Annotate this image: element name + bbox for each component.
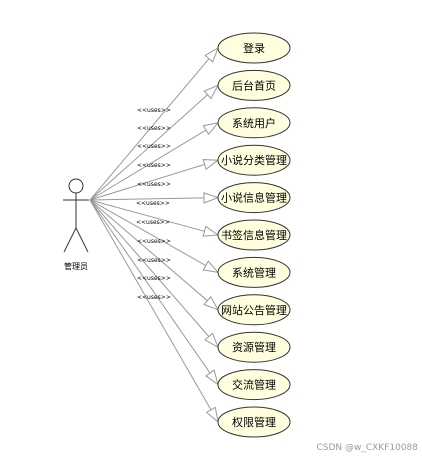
association-line [89,199,207,266]
use-case-ellipse [217,331,291,363]
association-line [89,197,205,201]
arrowhead [203,296,220,311]
actor-right-leg [75,227,89,253]
use-case-ellipse [217,219,291,251]
association-line [89,58,210,201]
use-case: 登录 [217,32,291,64]
association-lines: <<uses>> <<uses>> <<uses>> <<uses>> <<uses>>… [89,46,220,424]
watermark: CSDN @w_CXKF10088 [316,443,418,453]
use-case-ellipse [217,182,291,214]
actor-admin: 管理员 [63,178,89,271]
use-case-label: 交流管理 [232,378,276,392]
use-case-label: 小说分类管理 [221,153,287,167]
use-case: 交流管理 [217,369,291,401]
use-case-label: 后台首页 [232,78,276,92]
use-case-ellipse [217,369,291,401]
arrowhead [204,46,219,63]
use-case-label: 书签信息管理 [221,228,287,242]
association-line [89,129,207,201]
arrowhead [202,260,220,274]
use-case-label: 资源管理 [232,340,276,354]
use-case-label: 小说信息管理 [221,191,287,205]
association-line [89,199,205,232]
use-case-label: 权限管理 [232,415,276,429]
actor-head [68,178,84,194]
uses-label: <<uses>> [137,181,171,188]
use-case-ellipse [217,107,291,139]
use-case: 资源管理 [217,331,291,363]
uses-label: <<uses>> [137,143,171,150]
use-case-ellipse [217,256,291,288]
use-case: 后台首页 [217,69,291,101]
use-case: 小说信息管理 [217,182,291,214]
association-line [89,199,211,374]
association-line [89,163,205,201]
use-case: 系统用户 [217,107,291,139]
use-case-ellipse [217,406,291,438]
use-case: 小说分类管理 [217,144,291,176]
arrowhead [205,406,219,424]
actor-left-leg [63,227,77,253]
uses-label: <<uses>> [137,162,171,169]
use-case-ellipse [217,294,291,326]
association-line [89,199,212,411]
uses-label: <<uses>> [137,107,171,114]
arrowhead [202,159,220,170]
association-line [89,94,208,201]
arrowhead [203,84,220,100]
association-line [89,199,210,337]
uses-label: <<uses>> [137,125,171,132]
arrowhead [202,225,220,237]
arrowhead [205,369,219,386]
actor-label: 管理员 [64,261,88,271]
use-case: 权限管理 [217,406,291,438]
association-line [89,199,208,302]
use-case-ellipse [217,144,291,176]
arrowhead [202,122,220,136]
use-case: 书签信息管理 [217,219,291,251]
uses-label: <<uses>> [137,257,171,264]
uses-label: <<uses>> [137,238,171,245]
use-case: 系统管理 [217,256,291,288]
use-case: 网站公告管理 [217,294,291,326]
uses-label: <<uses>> [136,219,170,226]
use-case-ellipse [217,32,291,64]
uses-label: <<uses>> [137,275,171,282]
use-case-ellipse [217,69,291,101]
arrowhead [204,332,219,349]
use-case-label: 系统管理 [232,265,276,279]
use-case-label: 登录 [243,41,265,55]
arrowhead [203,192,220,204]
use-case-label: 网站公告管理 [221,303,287,317]
uses-label: <<uses>> [136,200,170,207]
use-case-list: 登录后台首页系统用户小说分类管理小说信息管理书签信息管理系统管理网站公告管理资源… [217,32,291,438]
uses-label: <<uses>> [137,294,171,301]
use-case-label: 系统用户 [232,116,276,130]
